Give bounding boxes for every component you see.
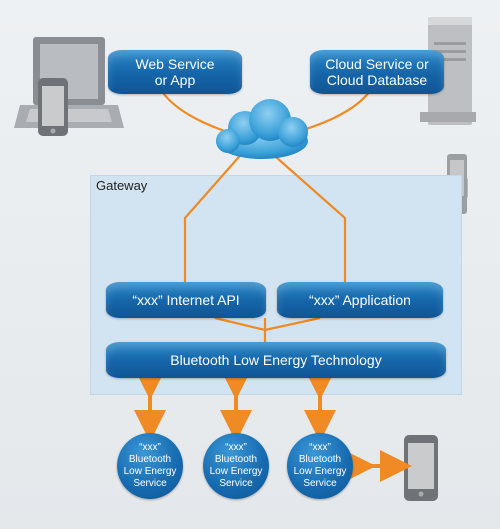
- ble-service-1-label: “xxx” Bluetooth Low Energy Service: [123, 442, 177, 489]
- ble-technology-label: Bluetooth Low Energy Technology: [170, 352, 382, 368]
- application-node: “xxx” Application: [277, 282, 443, 318]
- server-icon: [420, 17, 476, 125]
- ble-service-3-label: “xxx” Bluetooth Low Energy Service: [293, 442, 347, 489]
- ble-service-2: “xxx” Bluetooth Low Energy Service: [203, 433, 269, 499]
- web-service-node: Web Service or App: [108, 50, 242, 94]
- link-cloud-api: [183, 149, 246, 282]
- ble-service-3: “xxx” Bluetooth Low Energy Service: [287, 433, 353, 499]
- cloud-service-label: Cloud Service or Cloud Database: [325, 56, 429, 88]
- bidirectional-arrows: [134, 368, 412, 482]
- ble-technology-node: Bluetooth Low Energy Technology: [106, 342, 446, 378]
- phone-icon-bottom: [404, 435, 438, 501]
- ble-service-1: “xxx” Bluetooth Low Energy Service: [117, 433, 183, 499]
- web-service-label: Web Service or App: [135, 56, 215, 88]
- link-cloud-app: [267, 149, 347, 282]
- link-api-app: [214, 316, 321, 332]
- internet-api-node: “xxx” Internet API: [106, 282, 266, 318]
- gateway-label: Gateway: [96, 178, 148, 193]
- internet-api-label: “xxx” Internet API: [132, 292, 240, 308]
- ble-service-2-label: “xxx” Bluetooth Low Energy Service: [209, 442, 263, 489]
- cloud-service-node: Cloud Service or Cloud Database: [310, 50, 444, 94]
- phone-icon: [38, 78, 68, 136]
- application-label: “xxx” Application: [309, 292, 411, 308]
